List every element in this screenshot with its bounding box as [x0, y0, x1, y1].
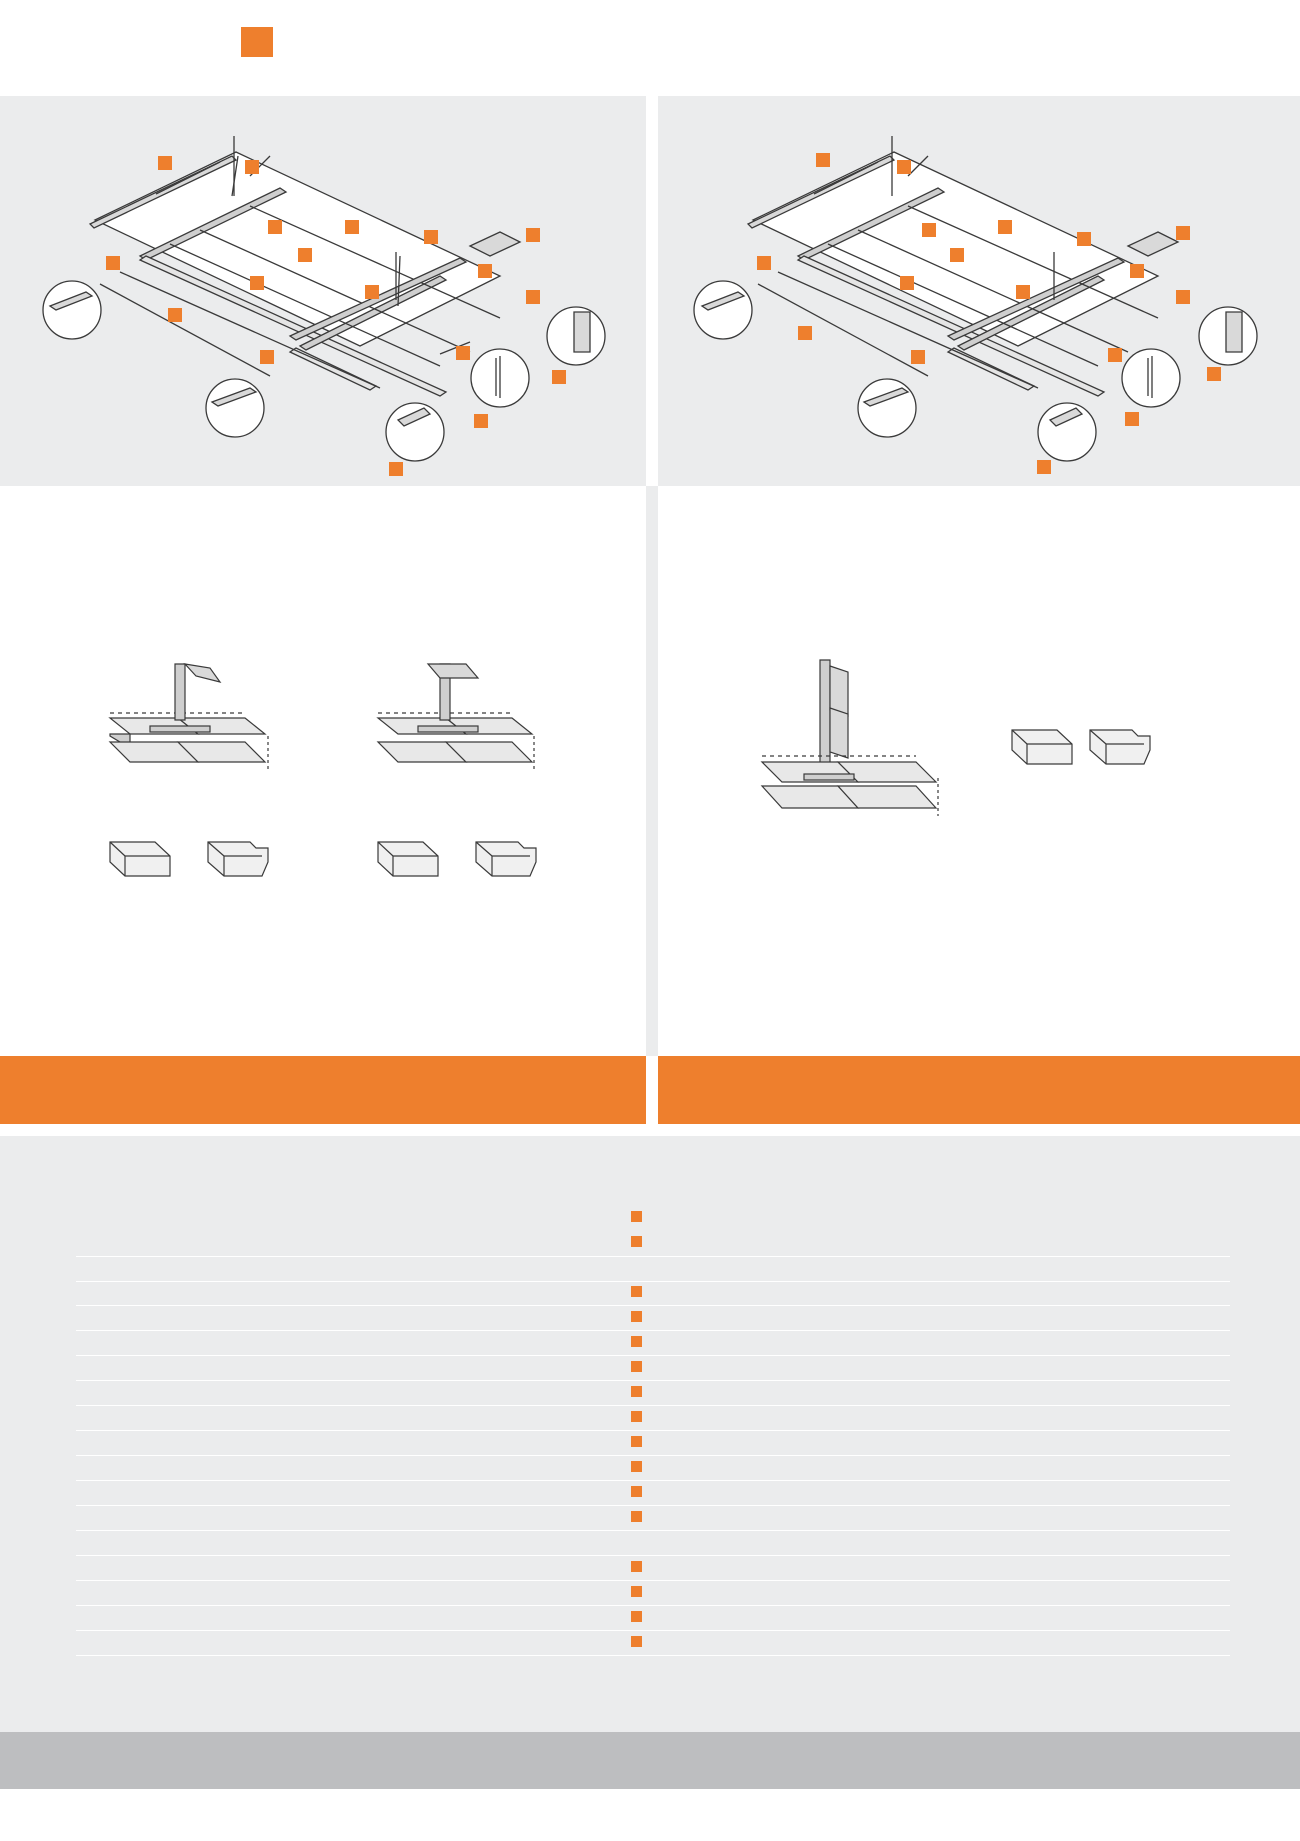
table-row-marker-icon [631, 1336, 642, 1347]
right-callout-marker [1130, 264, 1144, 278]
table-row-marker-icon [631, 1561, 642, 1572]
right-callout-marker [922, 223, 936, 237]
table-row-divider [76, 1630, 1230, 1631]
left-orange-header-bar [0, 1056, 646, 1124]
header-marker-icon [241, 27, 273, 57]
right-callout-marker [897, 160, 911, 174]
left-callout-marker [474, 414, 488, 428]
table-row-marker-icon [631, 1386, 642, 1397]
right-callout-marker [1125, 412, 1139, 426]
left-callout-marker [526, 290, 540, 304]
left-callout-marker [168, 308, 182, 322]
table-row-marker-icon [631, 1236, 642, 1247]
right-callout-marker [1077, 232, 1091, 246]
table-row-divider [76, 1405, 1230, 1406]
left-callout-marker [526, 228, 540, 242]
right-callout-marker [798, 326, 812, 340]
left-callout-marker [345, 220, 359, 234]
table-row-divider [76, 1430, 1230, 1431]
table-row-divider [76, 1655, 1230, 1656]
left-callout-marker [552, 370, 566, 384]
left-callout-marker [245, 160, 259, 174]
left-callout-marker [424, 230, 438, 244]
table-row-divider [76, 1455, 1230, 1456]
table-row-divider [76, 1480, 1230, 1481]
table-row-divider [76, 1555, 1230, 1556]
right-callout-marker [1016, 285, 1030, 299]
right-callout-marker [1108, 348, 1122, 362]
table-row-divider [76, 1530, 1230, 1531]
right-ceiling-grid-drawing [693, 136, 1258, 462]
table-row-marker-icon [631, 1586, 642, 1597]
middle-divider [646, 486, 658, 1056]
right-callout-marker [1176, 290, 1190, 304]
table-row-divider [76, 1330, 1230, 1331]
table-row-marker-icon [631, 1436, 642, 1447]
table-row-divider [76, 1505, 1230, 1506]
left-section-drawings [108, 663, 537, 877]
table-row-marker-icon [631, 1286, 642, 1297]
table-row-divider [76, 1256, 1230, 1257]
right-callout-marker [1207, 367, 1221, 381]
right-callout-marker [950, 248, 964, 262]
left-callout-marker [478, 264, 492, 278]
table-row-divider [76, 1580, 1230, 1581]
left-ceiling-grid-drawing [42, 136, 606, 462]
right-callout-marker [998, 220, 1012, 234]
left-callout-marker [298, 248, 312, 262]
left-callout-marker [365, 285, 379, 299]
right-section-drawings [760, 659, 1151, 816]
table-row-marker-icon [631, 1311, 642, 1322]
table-row-marker-icon [631, 1411, 642, 1422]
table-row-divider [76, 1380, 1230, 1381]
left-callout-marker [106, 256, 120, 270]
right-callout-marker [1037, 460, 1051, 474]
specification-table-panel [0, 1136, 1300, 1732]
left-callout-marker [268, 220, 282, 234]
right-callout-marker [900, 276, 914, 290]
left-callout-marker [250, 276, 264, 290]
table-row-marker-icon [631, 1611, 642, 1622]
table-row-marker-icon [631, 1361, 642, 1372]
table-row-divider [76, 1305, 1230, 1306]
table-row-marker-icon [631, 1211, 642, 1222]
left-callout-marker [158, 156, 172, 170]
right-callout-marker [757, 256, 771, 270]
right-callout-marker [1176, 226, 1190, 240]
table-row-marker-icon [631, 1511, 642, 1522]
right-orange-header-bar [658, 1056, 1300, 1124]
right-callout-marker [816, 153, 830, 167]
left-callout-marker [389, 462, 403, 476]
right-callout-marker [911, 350, 925, 364]
table-row-marker-icon [631, 1486, 642, 1497]
table-row-marker-icon [631, 1636, 642, 1647]
table-row-divider [76, 1281, 1230, 1282]
left-callout-marker [456, 346, 470, 360]
table-row-marker-icon [631, 1461, 642, 1472]
footer-bar [0, 1732, 1300, 1789]
left-callout-marker [260, 350, 274, 364]
table-row-divider [76, 1355, 1230, 1356]
table-row-divider [76, 1605, 1230, 1606]
